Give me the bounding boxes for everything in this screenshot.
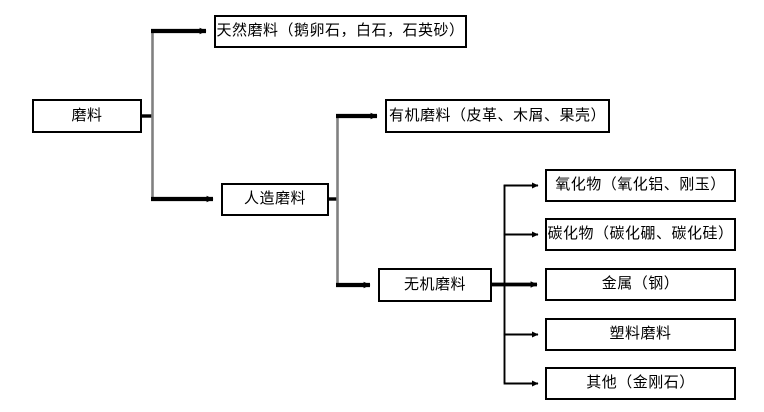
node-oxide[interactable]: 氧化物（氧化铝、刚玉）	[545, 169, 736, 202]
node-carbide-label: 碳化物（碳化硼、碳化硅）	[547, 226, 734, 243]
node-plastic-abrasive[interactable]: 塑料磨料	[545, 318, 736, 351]
node-organic-abrasive[interactable]: 有机磨料（皮革、木屑、果壳）	[385, 99, 610, 133]
edge-group-artificial	[329, 112, 378, 289]
node-root-label: 磨料	[71, 107, 103, 124]
node-organic-abrasive-label: 有机磨料（皮革、木屑、果壳）	[388, 107, 606, 124]
edge-group-inorganic	[492, 182, 539, 387]
node-metal-label: 金属（钢）	[601, 276, 680, 293]
node-carbide[interactable]: 碳化物（碳化硼、碳化硅）	[545, 218, 736, 251]
node-other[interactable]: 其他（金刚石）	[545, 367, 736, 400]
node-artificial-abrasive[interactable]: 人造磨料	[221, 183, 329, 216]
edge-group-root	[142, 27, 214, 203]
node-inorganic-abrasive-label: 无机磨料	[403, 276, 466, 293]
node-metal[interactable]: 金属（钢）	[545, 268, 736, 301]
node-inorganic-abrasive[interactable]: 无机磨料	[378, 268, 492, 302]
node-oxide-label: 氧化物（氧化铝、刚玉）	[555, 177, 726, 194]
node-plastic-abrasive-label: 塑料磨料	[609, 326, 672, 343]
node-root[interactable]: 磨料	[32, 99, 142, 133]
node-natural-abrasive[interactable]: 天然磨料（鹅卵石，白石，石英砂）	[214, 15, 467, 48]
node-artificial-abrasive-label: 人造磨料	[243, 191, 306, 208]
node-natural-abrasive-label: 天然磨料（鹅卵石，白石，石英砂）	[216, 23, 465, 40]
node-other-label: 其他（金刚石）	[586, 375, 695, 392]
